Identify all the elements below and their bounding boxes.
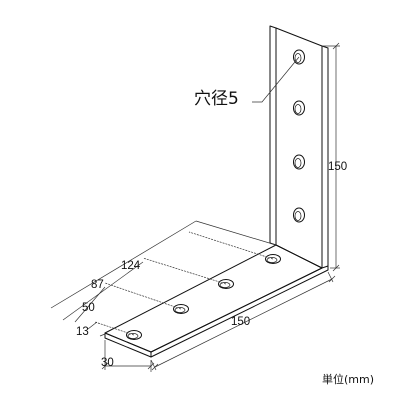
horizontal-length-label: 150 <box>231 316 250 328</box>
width-label: 30 <box>101 357 114 369</box>
bracket-outline <box>104 25 329 358</box>
unit-label: 単位(mm) <box>322 372 374 386</box>
vertical-dimension <box>322 42 340 272</box>
vertical-height-label: 150 <box>328 161 347 173</box>
hole-diameter-label: 穴径5 <box>194 89 239 109</box>
offset-label-87: 87 <box>91 279 104 291</box>
horizontal-dimension <box>150 271 336 371</box>
width-dimension <box>101 340 155 372</box>
hole-callout <box>252 56 300 103</box>
vertical-plate-thickness <box>269 25 277 246</box>
holes-vertical <box>293 49 305 223</box>
mounting-hole <box>293 154 305 170</box>
offset-label-50: 50 <box>82 302 95 314</box>
offset-label-13: 13 <box>76 326 89 338</box>
offset-label-124: 124 <box>121 260 141 272</box>
callout-leader <box>252 56 300 103</box>
mounting-hole <box>293 207 305 223</box>
mounting-hole <box>293 100 305 116</box>
offset-dimensions <box>50 220 277 337</box>
bend-thickness <box>150 265 329 358</box>
